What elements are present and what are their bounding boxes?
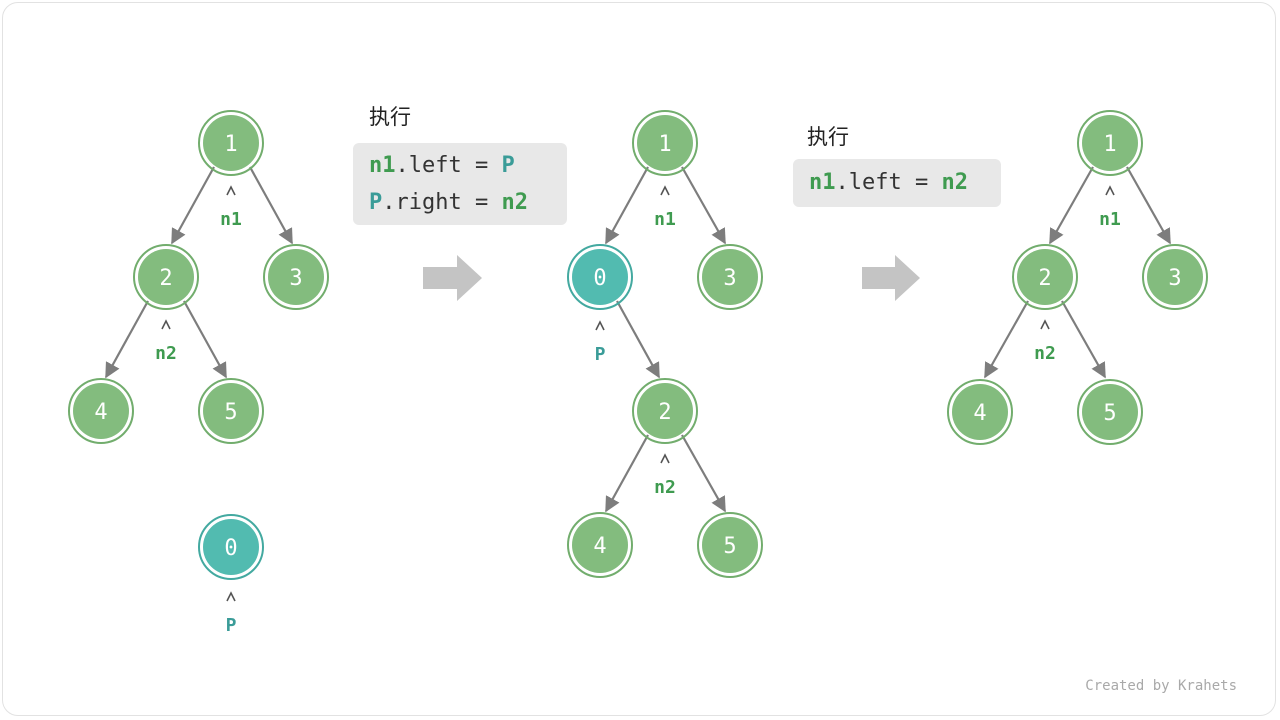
- tree-before: 1 2 3 4 5: [68, 110, 329, 636]
- node-value: 4: [973, 401, 986, 426]
- node-value: 1: [658, 132, 671, 157]
- step1-caption: 执行: [369, 105, 411, 129]
- pointer-label-n1: n1: [654, 209, 676, 230]
- tree-node: 5: [697, 512, 763, 578]
- step2-caption: 执行: [807, 125, 849, 149]
- node-value: 2: [1038, 266, 1051, 291]
- edge-0-2: [616, 300, 660, 379]
- diagram-canvas: 1 2 3 4 5: [68, 110, 1208, 636]
- pointer-label-p: P: [595, 344, 606, 365]
- code-token: .left =: [395, 153, 502, 178]
- code-line: P.right = n2: [369, 184, 551, 221]
- pointer-label-p: P: [226, 615, 237, 636]
- code-token: n2: [501, 190, 528, 215]
- tree-after: 1 2 3 4 5 n1: [947, 110, 1208, 445]
- edge-2-4: [605, 434, 649, 513]
- tree-node: 2: [133, 244, 199, 310]
- tree-node-new: 0: [567, 244, 633, 310]
- edge-1-2: [171, 166, 215, 245]
- tree-node: 3: [263, 244, 329, 310]
- code-token: n1: [369, 153, 396, 178]
- tree-node: 1: [1077, 110, 1143, 176]
- pointer-label-n2: n2: [1034, 343, 1056, 364]
- edge-2-5: [1061, 300, 1106, 379]
- code-token: P: [501, 153, 515, 178]
- pointer-label-n2: n2: [654, 477, 676, 498]
- tree-node: 2: [1012, 244, 1078, 310]
- edge-2-4: [984, 300, 1029, 379]
- edge-1-3: [1126, 166, 1171, 245]
- edge-2-5: [681, 434, 726, 513]
- pointer-caret-icon: [1040, 319, 1050, 330]
- pointer-caret-icon: [1105, 185, 1115, 196]
- node-value: 0: [224, 536, 237, 561]
- step-arrow-icon: [423, 255, 482, 301]
- pointer-caret-icon: [226, 591, 236, 602]
- edge-1-3: [249, 166, 293, 245]
- edge-1-0: [605, 166, 649, 245]
- node-value: 3: [289, 266, 302, 291]
- edge-1-3: [681, 166, 726, 245]
- node-value: 3: [1168, 266, 1181, 291]
- edge-1-2: [1049, 166, 1094, 245]
- node-value: 4: [593, 534, 606, 559]
- tree-node: 4: [567, 512, 633, 578]
- tree-node: 2: [632, 378, 698, 444]
- tree-node: 5: [1077, 379, 1143, 445]
- tree-node: 1: [198, 110, 264, 176]
- code-token: .left =: [835, 170, 942, 195]
- edge-2-5: [183, 300, 227, 379]
- code-token: n1: [809, 170, 836, 195]
- code-line: n1.left = n2: [809, 164, 985, 201]
- pointer-label-n1: n1: [1099, 209, 1121, 230]
- edge-2-4: [105, 300, 149, 379]
- tree-node-new: 0: [198, 514, 264, 580]
- code-token: P: [369, 190, 383, 215]
- credit-text: Created by Krahets: [1085, 678, 1237, 694]
- node-value: 3: [723, 266, 736, 291]
- pointer-caret-icon: [161, 319, 171, 330]
- step1-code-block: n1.left = P P.right = n2: [353, 143, 567, 225]
- tree-node: 3: [1142, 244, 1208, 310]
- node-value: 1: [224, 132, 237, 157]
- pointer-label-n1: n1: [220, 209, 242, 230]
- code-token: n2: [941, 170, 968, 195]
- code-line: n1.left = P: [369, 147, 551, 184]
- node-value: 4: [94, 400, 107, 425]
- node-value: 0: [593, 266, 606, 291]
- pointer-caret-icon: [660, 185, 670, 196]
- pointer-caret-icon: [660, 453, 670, 464]
- tree-node: 5: [198, 378, 264, 444]
- pointer-label-n2: n2: [155, 343, 177, 364]
- pointer-caret-icon: [595, 320, 605, 331]
- tree-node: 3: [697, 244, 763, 310]
- node-value: 2: [159, 266, 172, 291]
- tree-middle: 1 0 3 2 4: [567, 110, 763, 578]
- pointer-caret-icon: [226, 185, 236, 196]
- node-value: 5: [1103, 401, 1116, 426]
- node-value: 5: [723, 534, 736, 559]
- node-value: 5: [224, 400, 237, 425]
- tree-node: 4: [68, 378, 134, 444]
- code-token: .right =: [382, 190, 502, 215]
- step2-code-block: n1.left = n2: [793, 159, 1001, 207]
- node-value: 2: [658, 400, 671, 425]
- tree-node: 4: [947, 379, 1013, 445]
- step-arrow-icon: [862, 255, 920, 301]
- tree-node: 1: [632, 110, 698, 176]
- node-value: 1: [1103, 132, 1116, 157]
